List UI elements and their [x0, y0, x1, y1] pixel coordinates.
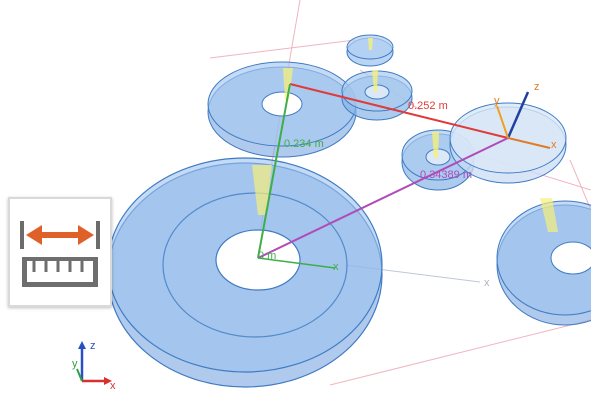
origin-distance-label: 0 m: [258, 250, 276, 262]
red-distance-label: 0.252 m: [408, 100, 448, 112]
triad-z-label: z: [90, 340, 96, 352]
coordinate-frame-right: z y x: [494, 81, 557, 151]
gear-disk-upper-left[interactable]: [207, 61, 357, 158]
gear-disk-large[interactable]: [107, 157, 383, 388]
frame-y-label: y: [494, 95, 500, 107]
ground-x-label: x: [484, 277, 490, 289]
green-measure-line: [257, 83, 291, 259]
gear-disk-right-bottom[interactable]: [496, 198, 591, 326]
triad-y-label: y: [72, 358, 78, 370]
magenta-measure-line: [257, 137, 509, 259]
origin-x-line: [257, 257, 336, 269]
measurement-lines: [257, 83, 509, 269]
frame-x-label: x: [551, 139, 557, 151]
green-distance-label: 0.234 m: [284, 138, 324, 150]
red-measure-line: [289, 83, 509, 139]
measure-distance-button[interactable]: [8, 197, 112, 307]
orientation-triad: z y x: [72, 340, 116, 390]
origin-x-label: x: [333, 261, 339, 273]
frame-z-label: z: [534, 81, 540, 93]
gear-disk-small-top[interactable]: [346, 34, 394, 67]
magenta-distance-label: 0.34389 m: [420, 169, 472, 181]
measure-distance-icon: [20, 221, 100, 287]
triad-x-label: x: [110, 380, 116, 390]
